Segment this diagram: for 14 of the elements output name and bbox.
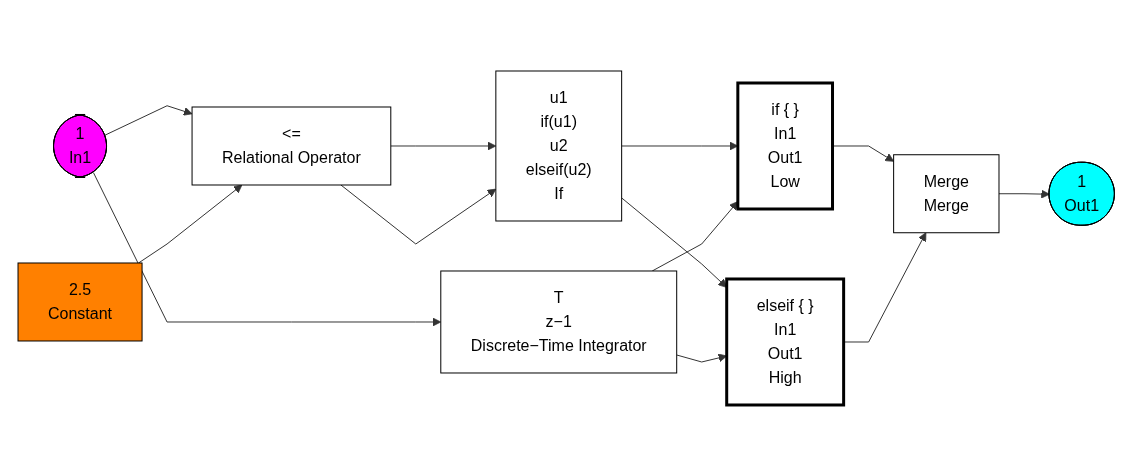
node-box: elseif { } In1 Out1 High — [725, 277, 845, 407]
arrow — [92, 171, 441, 327]
node-box: 2.5 Constant — [17, 262, 143, 342]
arrow — [340, 184, 497, 245]
arrow — [620, 197, 727, 288]
node-box: Merge Merge — [892, 154, 1000, 234]
arrow — [104, 105, 193, 136]
node-box: <= Relational Operator — [191, 106, 392, 186]
node-box: T z−1 Discrete−Time Integrator — [440, 270, 677, 374]
node-box: u1 if(u1) u2 elseif(u2) If — [495, 70, 622, 222]
arrow — [390, 141, 497, 151]
arrow — [998, 189, 1050, 199]
node-box: if { } In1 Out1 Low — [736, 81, 834, 211]
arrow — [676, 353, 727, 363]
